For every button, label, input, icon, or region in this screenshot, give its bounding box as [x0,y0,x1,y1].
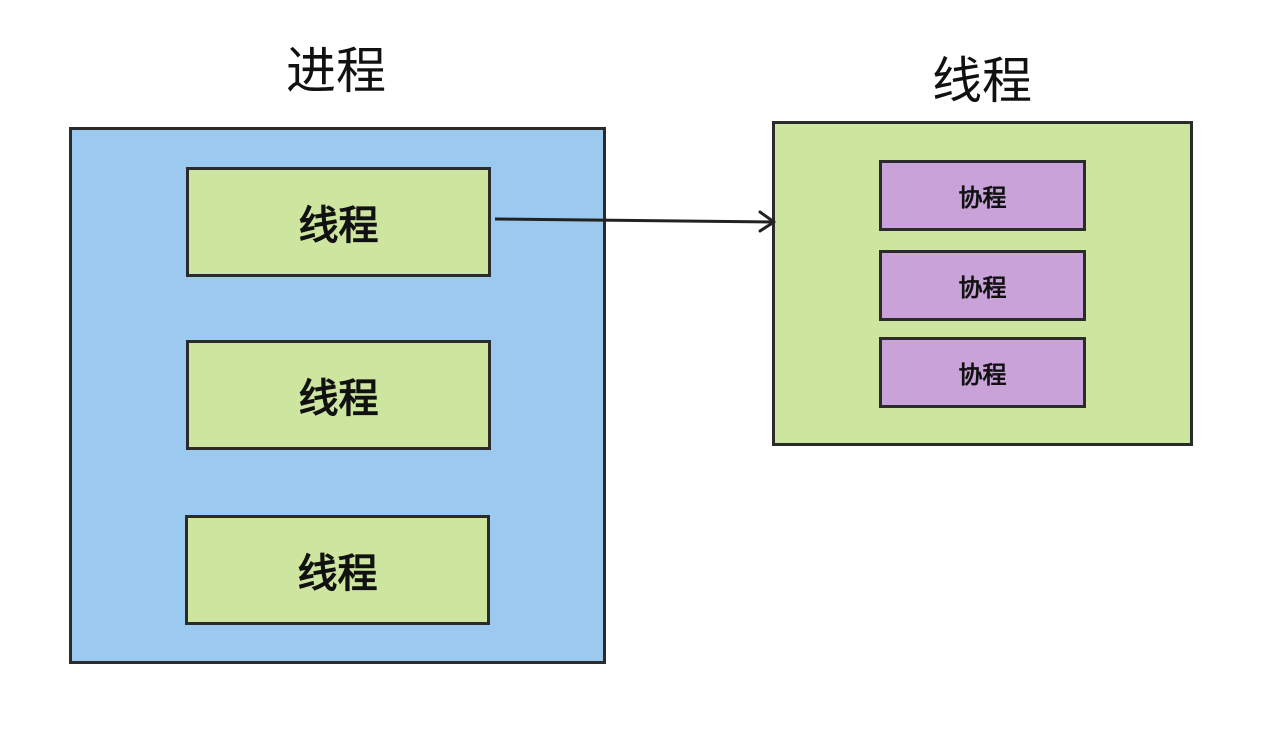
coroutine-1: 协程 [879,160,1086,231]
process-title: 进程 [286,42,386,100]
process-thread-1: 线程 [186,167,491,277]
process-thread-2: 线程 [186,340,491,450]
process-thread-3: 线程 [185,515,490,625]
coroutine-2: 协程 [879,250,1086,321]
thread-title: 线程 [932,52,1032,110]
coroutine-3: 协程 [879,337,1086,408]
